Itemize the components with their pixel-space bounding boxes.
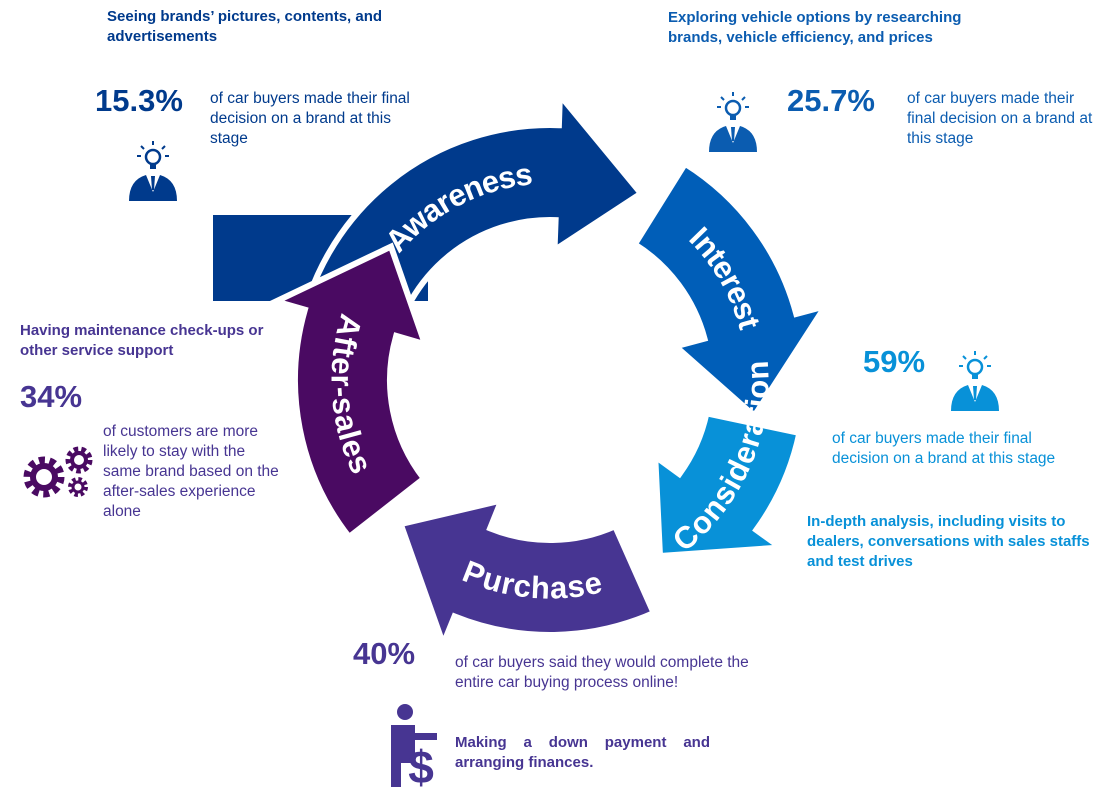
purchase-percent: 40% (353, 636, 416, 671)
consideration-percent: 59% (863, 344, 926, 379)
after-sales-heading: Having maintenance check-ups or other se… (20, 322, 264, 359)
purchase-description: of car buyers said they would complete t… (455, 654, 749, 691)
dollar-sign: $ (408, 741, 434, 789)
person-lightbulb-icon (951, 351, 999, 411)
purchase-arrow (396, 496, 658, 653)
consideration-heading: In-depth analysis, including visits to d… (807, 513, 1090, 570)
person-dollar-icon: $ (391, 704, 437, 789)
interest-heading: Exploring vehicle options by researching… (668, 9, 962, 46)
consideration-description: of car buyers made their final decision … (832, 430, 1056, 467)
person-lightbulb-icon (709, 92, 757, 152)
interest-arrow (630, 159, 833, 421)
consideration-arrow (651, 409, 803, 560)
awareness-description: of car buyers made their final decision … (210, 90, 410, 147)
gears-icon (23, 446, 93, 498)
interest-description: of car buyers made their final decision … (907, 90, 1093, 147)
after-sales-arrow (267, 242, 430, 542)
awareness-heading: Seeing brands’ pictures, contents, and a… (107, 8, 383, 45)
after-sales-description: of customers are more likely to stay wit… (103, 423, 279, 520)
after-sales-percent: 34% (20, 379, 83, 414)
person-lightbulb-icon (129, 141, 177, 201)
interest-percent: 25.7% (787, 83, 875, 118)
purchase-heading: Making a down payment and arranging fina… (455, 734, 710, 771)
awareness-percent: 15.3% (95, 83, 183, 118)
